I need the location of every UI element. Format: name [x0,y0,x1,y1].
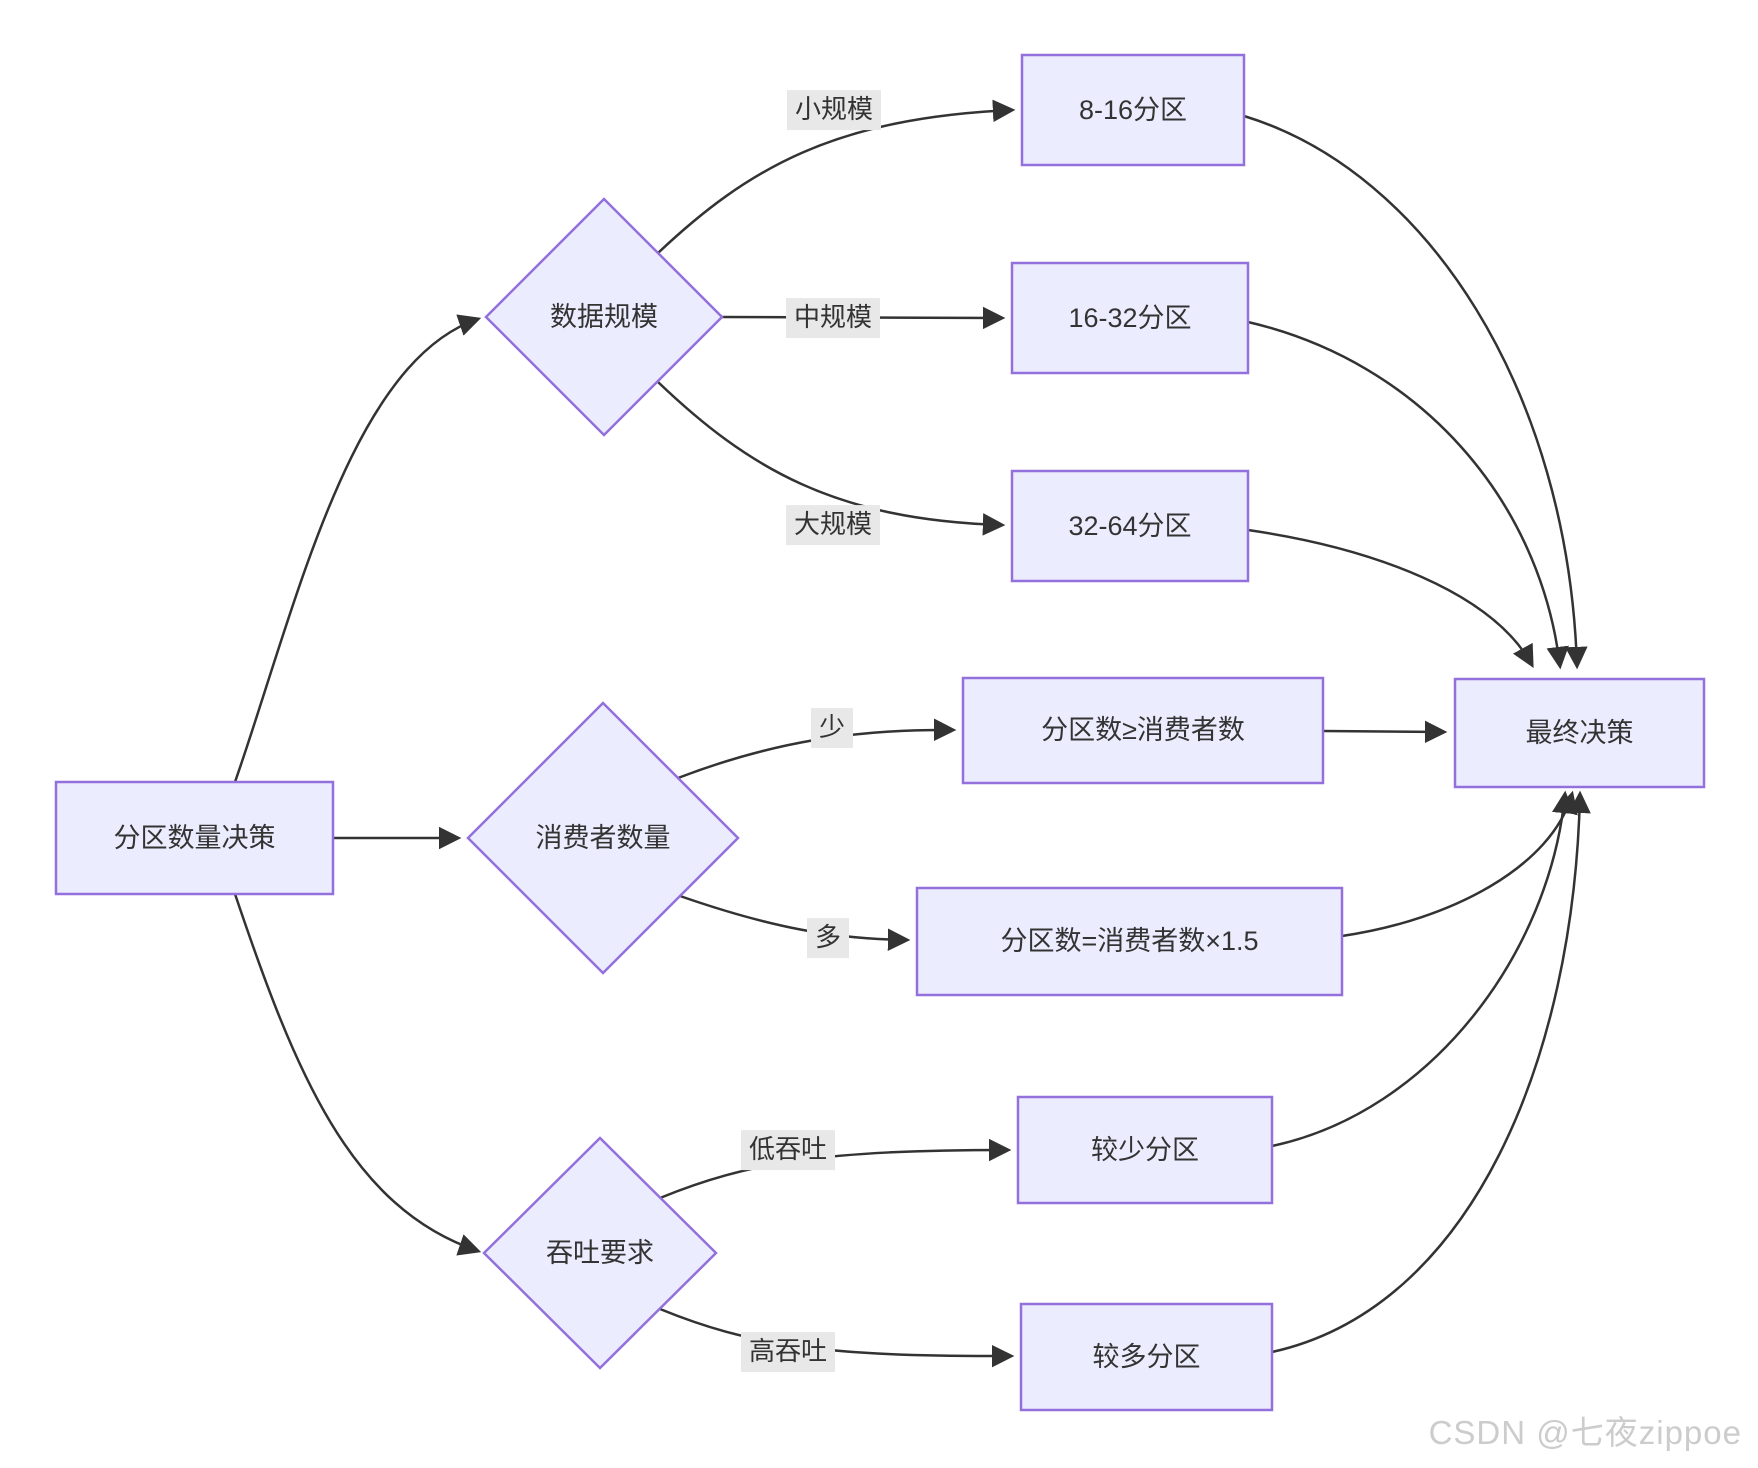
node-shape-final [1453,677,1706,789]
edge-consumer-count-to-x15 [679,894,911,951]
edge-x15-to-final [1341,790,1578,938]
edge-throughput-to-more [659,1307,1015,1368]
edge-root-to-data-scale [233,314,482,783]
node-shape-data-scale [484,197,724,437]
node-shape-8-16 [1020,53,1246,167]
csdn-watermark: CSDN @七夜zippoe [1428,1414,1742,1451]
node-shape-16-32 [1010,261,1250,375]
node-shape-ge-consumers [961,676,1325,785]
edge-root-to-throughput [233,893,482,1256]
edge-8-16-to-final [1243,114,1588,670]
node-shape-more [1019,1302,1274,1412]
edge-data-scale-to-8-16 [657,99,1016,254]
node-shape-eq-consumers-x15 [915,886,1344,997]
edge-consumer-count-to-ge [677,718,957,780]
edge-ge-to-final [1322,720,1448,744]
edge-data-scale-to-32-64 [657,381,1006,536]
edge-data-scale-to-16-32 [721,306,1006,330]
node-shape-consumer-count [466,701,740,975]
node-shape-fewer [1016,1095,1274,1205]
edge-32-64-to-final [1247,528,1534,668]
edge-more-to-final [1271,790,1591,1354]
edge-throughput-to-fewer [659,1138,1012,1200]
edge-fewer-to-final [1271,790,1575,1148]
node-shape-throughput [482,1136,718,1370]
node-shape-partition-decision [54,780,335,896]
edge-16-32-to-final [1247,320,1569,670]
node-shape-32-64 [1010,469,1250,583]
